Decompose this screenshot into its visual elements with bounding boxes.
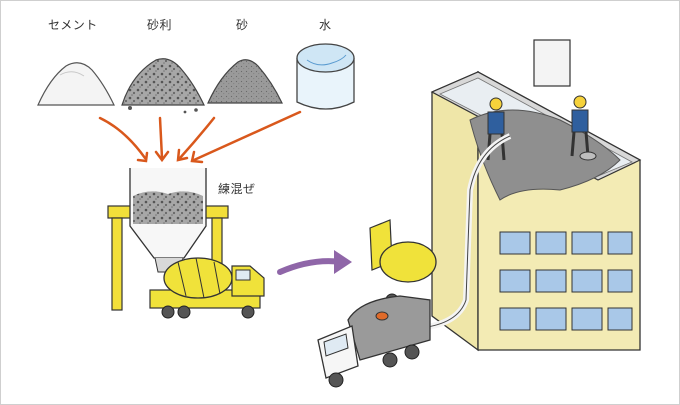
mixing-label: 練混ぜ <box>218 182 256 196</box>
mixing-plant <box>107 168 229 311</box>
cement-label: セメント <box>48 18 98 32</box>
worker-right <box>570 95 597 161</box>
water-label: 水 <box>319 18 332 32</box>
mixer-truck-2 <box>369 219 437 307</box>
material-arrows <box>98 110 302 164</box>
pump-hose-outline <box>419 135 511 329</box>
mixer-truck <box>149 257 265 319</box>
transport-arrow <box>277 250 352 275</box>
gravel-pile <box>121 58 205 114</box>
sand-label: 砂 <box>236 18 249 32</box>
pump-truck <box>317 295 431 388</box>
sand-pile <box>207 59 283 104</box>
cement-pile <box>37 62 115 106</box>
building <box>430 39 642 352</box>
gravel-label: 砂利 <box>147 18 173 32</box>
water-tub <box>296 43 355 110</box>
